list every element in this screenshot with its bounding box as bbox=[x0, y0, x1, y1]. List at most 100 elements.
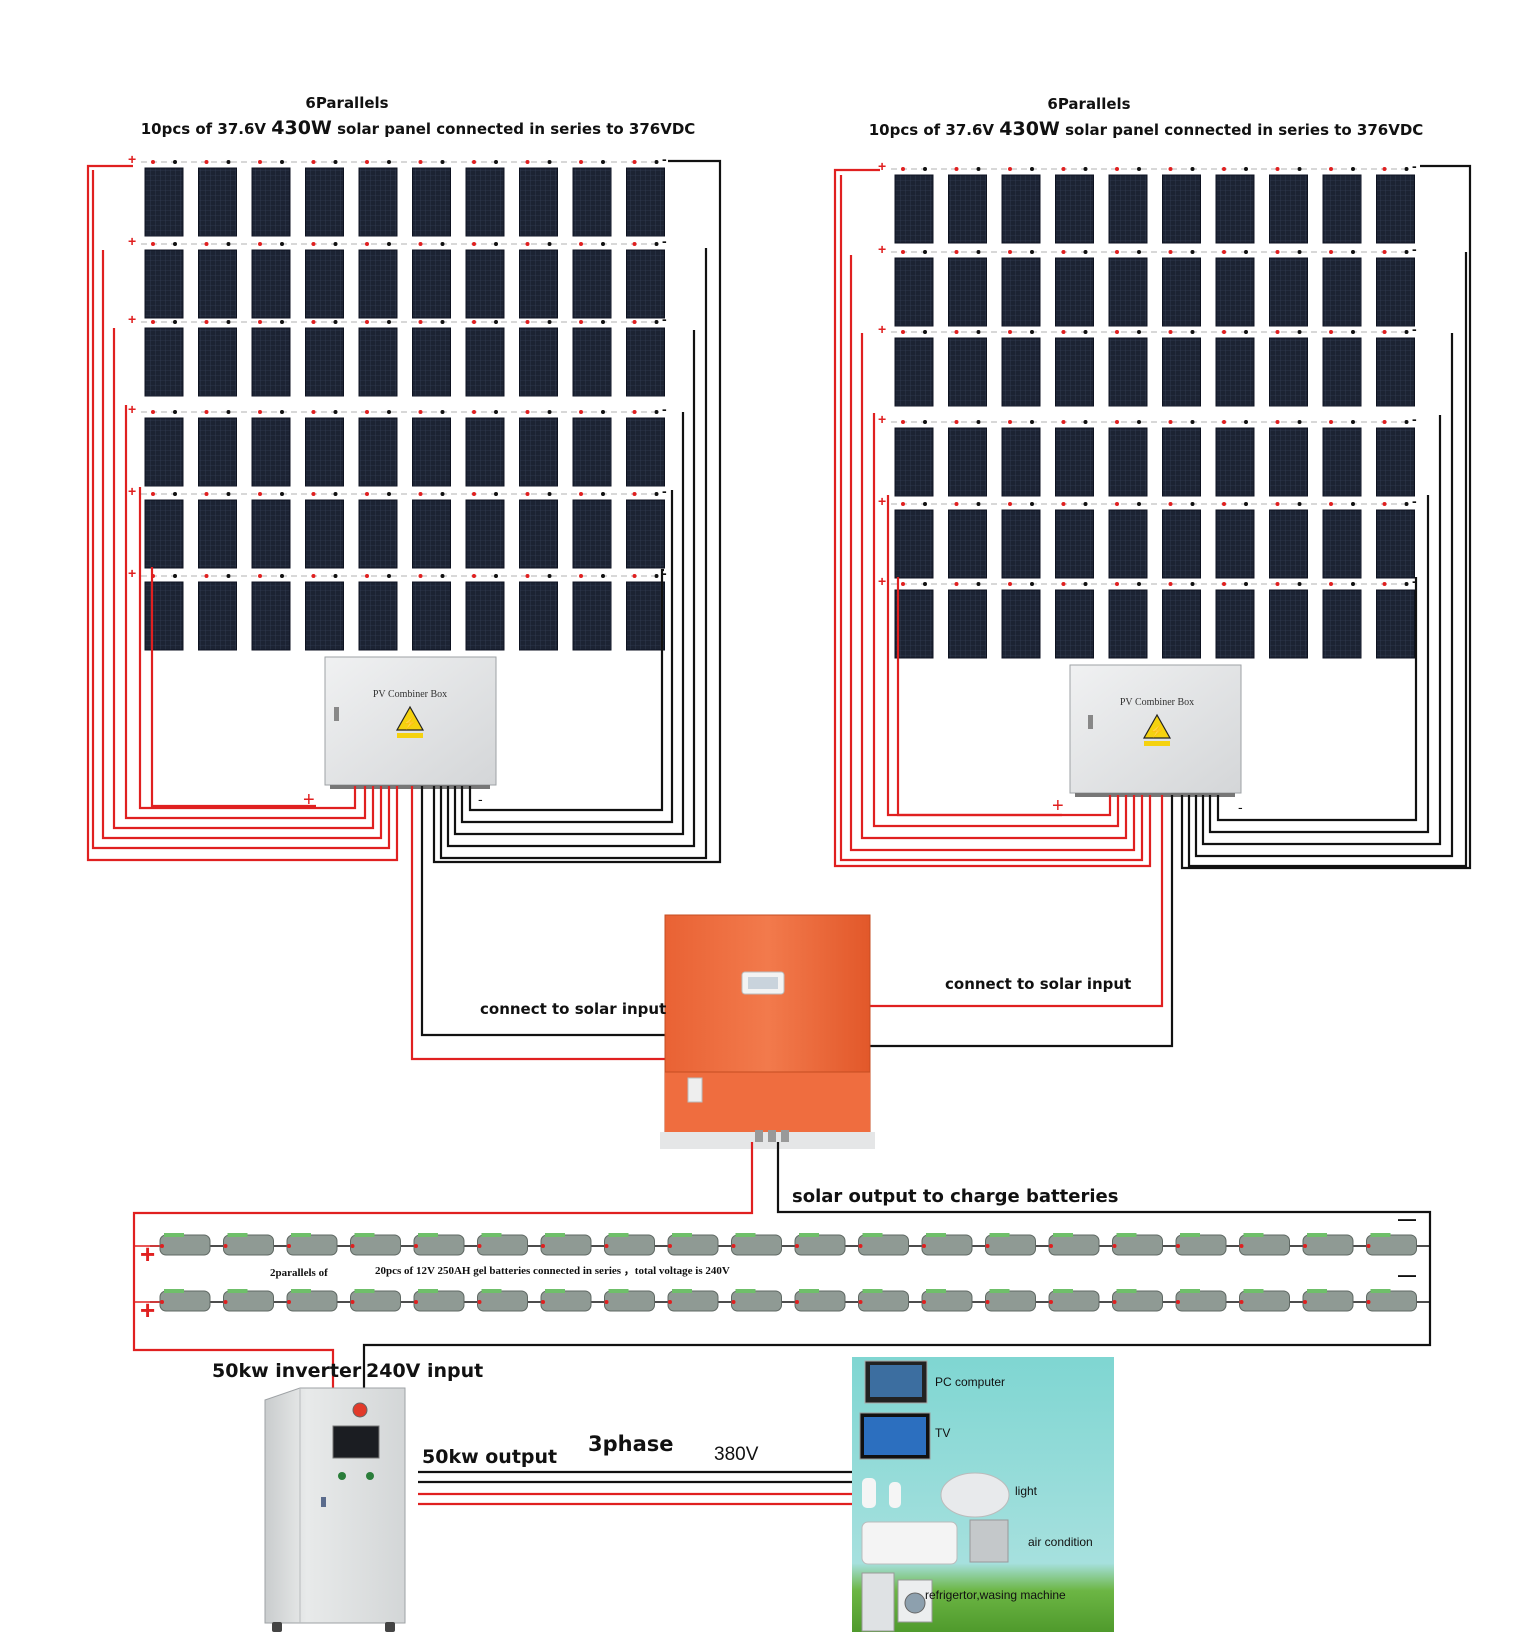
battery-positive-terminal bbox=[1049, 1244, 1053, 1248]
panel-negative-terminal bbox=[1297, 250, 1302, 254]
combiner-to-controller-wiring bbox=[410, 786, 1174, 1061]
panel-negative-terminal bbox=[1030, 420, 1034, 424]
solar-panel bbox=[519, 327, 558, 397]
row-positive-marker: + bbox=[128, 151, 136, 167]
battery-positive-terminal bbox=[858, 1300, 863, 1304]
panel-positive-terminal bbox=[954, 330, 959, 334]
battery bbox=[477, 1290, 528, 1312]
panel-negative-terminal bbox=[923, 582, 927, 586]
panel-negative-terminal bbox=[1083, 330, 1088, 334]
solar-panel bbox=[1322, 509, 1362, 579]
solar-panel bbox=[1162, 257, 1201, 327]
panel-row: +- bbox=[128, 483, 667, 569]
panel-positive-terminal bbox=[1222, 502, 1226, 506]
panel-positive-terminal bbox=[579, 242, 583, 246]
panel-negative-terminal bbox=[976, 250, 981, 254]
panel-positive-terminal bbox=[1168, 250, 1173, 254]
solar-panel bbox=[1001, 589, 1041, 659]
panel-positive-terminal bbox=[1115, 330, 1119, 334]
battery bbox=[1175, 1290, 1227, 1312]
panel-negative-terminal bbox=[440, 320, 445, 324]
battery-strap bbox=[1180, 1233, 1200, 1237]
solar-panel bbox=[894, 257, 934, 327]
panel-negative-terminal bbox=[173, 160, 177, 164]
battery-positive-terminal bbox=[350, 1244, 355, 1248]
panel-positive-terminal bbox=[365, 160, 369, 164]
solar-panel bbox=[894, 337, 934, 407]
battery bbox=[413, 1290, 465, 1312]
inverter-input-label-a: 50kw inverter bbox=[212, 1360, 362, 1382]
inverter-input-label-b: 240V input bbox=[366, 1360, 483, 1382]
panel-negative-terminal bbox=[1351, 582, 1355, 586]
solar-panel bbox=[1001, 257, 1041, 327]
solar-panel bbox=[626, 581, 665, 651]
panel-positive-terminal bbox=[901, 250, 905, 254]
panel-positive-terminal bbox=[579, 320, 583, 324]
panel-positive-terminal bbox=[1115, 420, 1119, 424]
panel-positive-terminal bbox=[1275, 250, 1280, 254]
solar-panel bbox=[1322, 337, 1362, 407]
panel-negative-terminal bbox=[1297, 330, 1302, 334]
panel-positive-terminal bbox=[311, 492, 316, 496]
panel-negative-terminal bbox=[1137, 250, 1141, 254]
solar-panel bbox=[894, 427, 934, 497]
solar-panel bbox=[1215, 174, 1255, 244]
battery bbox=[1175, 1234, 1227, 1256]
battery-positive-terminal bbox=[477, 1300, 482, 1304]
battery-strap bbox=[418, 1289, 438, 1293]
battery bbox=[350, 1234, 401, 1256]
battery-positive-terminal bbox=[223, 1300, 228, 1304]
solar-panel bbox=[948, 174, 987, 244]
solar-panel bbox=[1108, 509, 1148, 579]
panel-negative-terminal bbox=[440, 574, 445, 578]
array-1-wiring bbox=[86, 159, 722, 864]
battery-positive-terminal bbox=[541, 1244, 545, 1248]
panel-negative-terminal bbox=[387, 410, 391, 414]
panel-negative-terminal bbox=[1244, 582, 1248, 586]
panel-row: +- bbox=[878, 573, 1417, 659]
panel-negative-terminal bbox=[976, 502, 981, 506]
battery-positive-terminal bbox=[1112, 1244, 1117, 1248]
panel-negative-terminal bbox=[333, 242, 338, 246]
panel-positive-terminal bbox=[472, 160, 476, 164]
battery bbox=[1239, 1234, 1290, 1256]
battery-strap bbox=[1370, 1233, 1391, 1237]
panel-negative-terminal bbox=[280, 320, 284, 324]
battery-positive-terminal bbox=[160, 1244, 164, 1248]
solar-panel bbox=[626, 249, 665, 319]
panel-negative-terminal bbox=[280, 492, 284, 496]
panel-positive-terminal bbox=[579, 492, 583, 496]
battery-strap bbox=[1180, 1289, 1200, 1293]
battery bbox=[1048, 1234, 1100, 1256]
panel-negative-terminal bbox=[494, 160, 498, 164]
battery-positive-terminal bbox=[477, 1244, 482, 1248]
svg-text:⚡: ⚡ bbox=[1150, 724, 1165, 738]
inverter-output-label: 50kw output bbox=[422, 1446, 557, 1468]
solar-panel bbox=[1162, 174, 1201, 244]
solar-panel bbox=[1269, 509, 1308, 579]
panel-negative-terminal bbox=[1351, 420, 1355, 424]
panel-positive-terminal bbox=[1168, 582, 1173, 586]
panel-negative-terminal bbox=[440, 492, 445, 496]
solar-panel bbox=[198, 417, 237, 487]
panel-positive-terminal bbox=[1008, 420, 1012, 424]
panel-positive-terminal bbox=[151, 492, 155, 496]
battery bbox=[921, 1234, 973, 1256]
solar-panel bbox=[572, 499, 612, 569]
panel-negative-terminal bbox=[1190, 502, 1195, 506]
solar-panel bbox=[519, 417, 558, 487]
panel-positive-terminal bbox=[525, 574, 530, 578]
battery bbox=[794, 1234, 846, 1256]
panel-positive-terminal bbox=[204, 320, 209, 324]
panel-negative-terminal bbox=[1190, 167, 1195, 171]
ac-output-wiring bbox=[418, 1470, 855, 1506]
panel-positive-terminal bbox=[204, 242, 209, 246]
panel-positive-terminal bbox=[472, 574, 476, 578]
panel-positive-terminal bbox=[418, 574, 423, 578]
battery-positive-terminal bbox=[1112, 1300, 1117, 1304]
solar-panel bbox=[1215, 337, 1255, 407]
solar-panel bbox=[519, 167, 558, 237]
combiner-box-2: PV Combiner Box ⚡ bbox=[1069, 664, 1242, 797]
battery bbox=[1112, 1290, 1163, 1312]
